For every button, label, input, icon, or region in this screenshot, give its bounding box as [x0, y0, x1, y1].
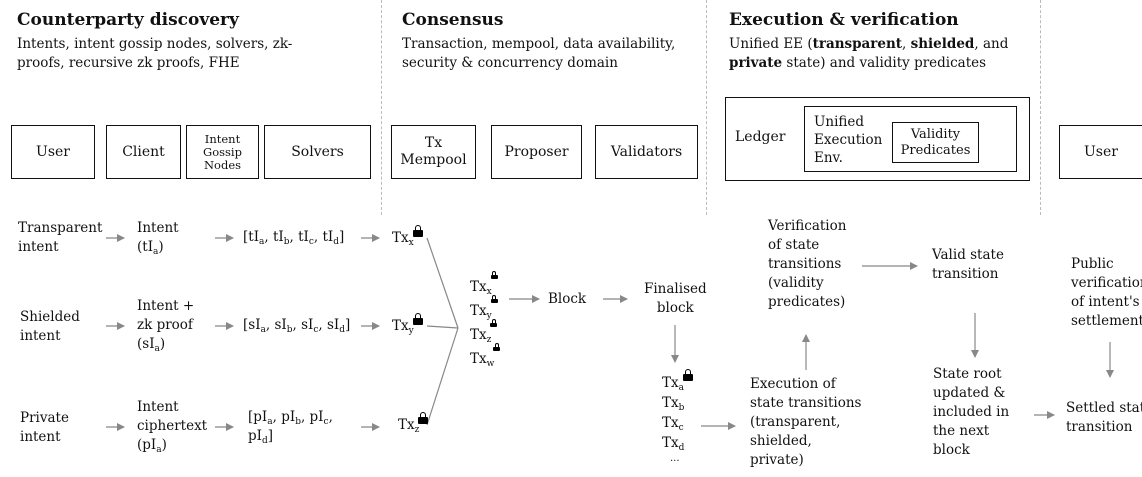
- intent-transparent-label: Intent (tIa): [137, 220, 179, 257]
- section-divider: [1040, 0, 1041, 215]
- section-title-counterparty: Counterparty discovery: [17, 10, 239, 30]
- block-tx-w: Txw: [470, 343, 501, 371]
- ledger-label: Ledger: [735, 129, 786, 145]
- lock-icon: [493, 343, 501, 351]
- user-box-right: User: [1059, 125, 1142, 179]
- block-tx-x: Txx: [470, 271, 500, 299]
- lock-icon: [412, 313, 423, 325]
- finalised-tx-list: Txa Txb Txc Txd ...: [662, 369, 693, 465]
- section-divider: [381, 0, 382, 215]
- lock-icon: [412, 225, 423, 237]
- lock-icon: [683, 369, 693, 381]
- section-title-consensus: Consensus: [402, 10, 504, 30]
- validators-box: Validators: [595, 125, 698, 179]
- private-intent-set: [pIa, pIb, pIc, pId]: [248, 409, 333, 446]
- section-desc-execution: Unified EE (transparent, shielded, and p…: [729, 36, 1009, 71]
- lock-icon: [490, 295, 498, 303]
- shielded-intent-set: [sIa, sIb, sIc, sId]: [243, 317, 351, 335]
- proposer-box: Proposer: [491, 125, 582, 179]
- tx-x-label: Txx: [392, 225, 423, 248]
- solvers-box: Solvers: [264, 125, 371, 179]
- client-box: Client: [106, 125, 181, 179]
- block-tx-z: Txz: [470, 319, 500, 347]
- lock-icon: [418, 412, 429, 424]
- section-desc-counterparty: Intents, intent gossip nodes, solvers, z…: [17, 36, 293, 71]
- section-desc-consensus: Transaction, mempool, data availability,…: [402, 36, 676, 71]
- tx-y-label: Txy: [392, 313, 423, 336]
- section-divider: [706, 0, 707, 215]
- transparent-intent-set: [tIa, tIb, tIc, tId]: [243, 229, 345, 247]
- block-tx-y: Txy: [470, 295, 500, 323]
- block-label: Block: [548, 291, 587, 307]
- intent-shielded-label: Intent + zk proof (sIa): [137, 298, 195, 354]
- lock-icon: [490, 271, 498, 279]
- lock-icon: [490, 319, 498, 327]
- section-title-execution: Execution & verification: [729, 10, 959, 30]
- user-box: User: [11, 125, 95, 179]
- tx-z-label: Txz: [398, 412, 429, 435]
- intent-private-label: Intent ciphertext (pIa): [137, 399, 208, 455]
- block-tx-list: Txx Txy Txz Txw: [470, 271, 501, 371]
